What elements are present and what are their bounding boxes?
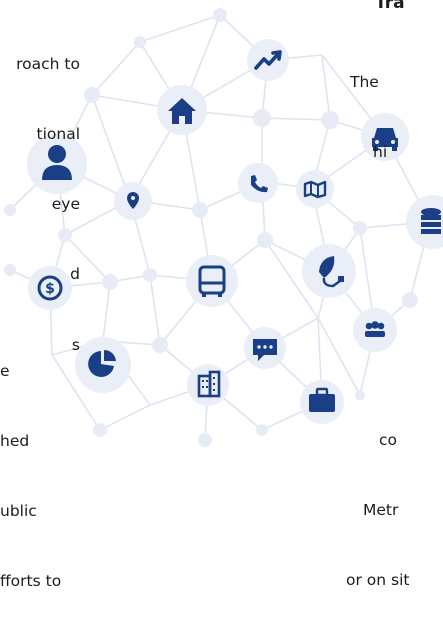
text-line: ublic — [0, 502, 37, 521]
text-line: eye — [51, 195, 80, 214]
left-paragraph-bottom: e hed ublic fforts to — [0, 313, 61, 617]
section-title: Tra — [375, 0, 405, 13]
text-line: e — [0, 361, 10, 380]
map-icon — [296, 170, 334, 208]
trend-up-icon — [247, 39, 289, 81]
text-line: s — [71, 335, 80, 354]
text-line: or on sit — [346, 571, 410, 590]
text-line: fforts to — [0, 572, 62, 591]
text-line: The — [350, 72, 379, 91]
phone-icon — [238, 163, 278, 203]
text-line: hi — [373, 143, 388, 162]
text-line: d — [70, 265, 80, 284]
text-line: co — [379, 430, 398, 449]
map-pin-icon — [114, 182, 152, 220]
house-icon — [157, 85, 207, 135]
network-illustration: $ — [4, 8, 443, 447]
pie-chart-icon — [75, 337, 131, 393]
text-line: roach to — [16, 54, 80, 73]
database-icon — [406, 195, 443, 249]
briefcase-icon — [300, 380, 344, 424]
car-icon — [361, 113, 409, 161]
network-svg: $ — [4, 8, 443, 447]
text-line: tional — [36, 125, 81, 144]
bus-icon — [186, 255, 238, 307]
dollar-icon: $ — [28, 266, 72, 310]
text-line: hed — [0, 432, 30, 451]
left-paragraph-top: roach to tional eye d s — [0, 6, 80, 381]
building-icon — [187, 364, 229, 406]
svg-text:$: $ — [45, 281, 55, 297]
right-paragraph-top: The hi — [350, 24, 387, 188]
leaf-plug-icon — [302, 244, 356, 298]
text-line: Metr — [363, 501, 399, 520]
right-paragraph-bottom: co Metr or on sit — [346, 382, 443, 616]
user-icon — [27, 134, 87, 194]
chat-icon — [244, 327, 286, 369]
group-icon — [353, 308, 397, 352]
